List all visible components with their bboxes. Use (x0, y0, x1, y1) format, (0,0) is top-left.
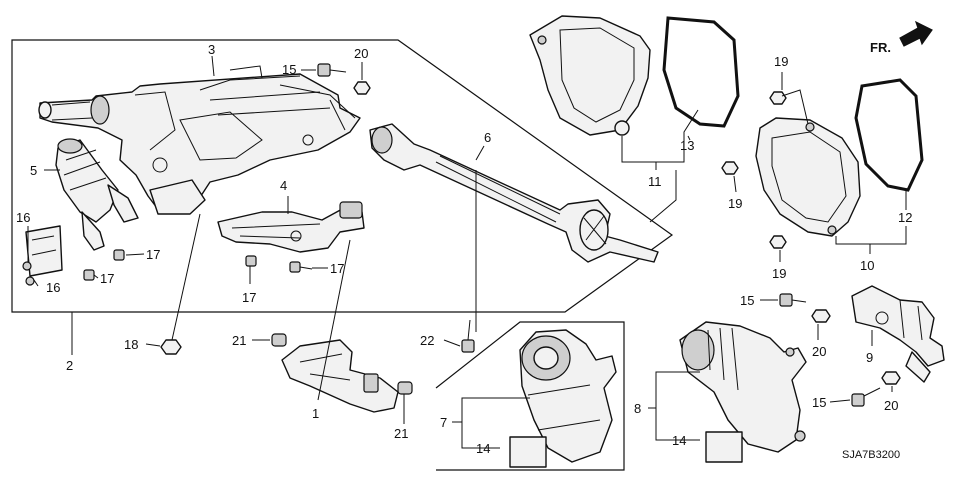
callout-20-mid: 20 (812, 344, 826, 359)
callout-5: 5 (30, 163, 37, 178)
steering-boot-left (519, 329, 617, 463)
boot-gasket (662, 16, 740, 128)
callout-21-lower: 21 (394, 426, 408, 441)
label-sticker-right (705, 431, 743, 463)
column-lower-cover (281, 339, 399, 413)
callout-15-lower: 15 (812, 395, 826, 410)
lower-boot-cover (755, 117, 861, 237)
callout-8: 8 (634, 401, 641, 416)
orientation-label: FR. (870, 40, 891, 55)
leader-lines (27, 55, 907, 449)
wire-harness-bracket (217, 201, 365, 253)
callout-14-left: 14 (476, 441, 490, 456)
lower-gasket (854, 78, 924, 192)
steering-column-body (38, 65, 361, 215)
intermediate-shaft (369, 123, 659, 263)
callout-labels: 3 15 20 5 4 6 16 16 17 17 17 17 2 18 21 … (16, 40, 912, 461)
callout-20-lower: 20 (884, 398, 898, 413)
callout-17-d: 17 (330, 261, 344, 276)
label-sticker-left (509, 436, 547, 468)
callout-15-mid: 15 (740, 293, 754, 308)
callout-6: 6 (484, 130, 491, 145)
front-direction-arrow (899, 20, 933, 47)
callout-17-c: 17 (242, 290, 256, 305)
callout-21-upper: 21 (232, 333, 246, 348)
callout-14-right: 14 (672, 433, 686, 448)
callout-15-upper: 15 (282, 62, 296, 77)
diagram-code: SJA7B3200 (842, 449, 900, 461)
callout-17-a: 17 (146, 247, 160, 262)
universal-joint (851, 285, 945, 383)
motor-bracket (22, 225, 63, 286)
callout-18: 18 (124, 337, 138, 352)
callout-9: 9 (866, 350, 873, 365)
callout-19-top: 19 (774, 54, 788, 69)
callout-11: 11 (648, 174, 662, 189)
callout-10: 10 (860, 258, 874, 273)
callout-12: 12 (898, 210, 912, 225)
column-motor (55, 138, 139, 251)
callout-20-upper: 20 (354, 46, 368, 61)
fasteners (83, 63, 901, 407)
callout-19-bottom: 19 (772, 266, 786, 281)
callout-19-mid: 19 (728, 196, 742, 211)
callout-7: 7 (440, 415, 447, 430)
steering-boot-right (679, 321, 807, 453)
callout-16-upper: 16 (16, 210, 30, 225)
callout-13: 13 (680, 138, 694, 153)
callout-17-b: 17 (100, 271, 114, 286)
callout-1: 1 (312, 406, 319, 421)
callout-4: 4 (280, 178, 287, 193)
callout-3: 3 (208, 42, 215, 57)
column-group-frame (11, 39, 674, 313)
callout-16-lower: 16 (46, 280, 60, 295)
lower-group-frame-left (435, 321, 625, 471)
callout-2: 2 (66, 358, 73, 373)
column-boot-cover (529, 15, 651, 136)
callout-22: 22 (420, 333, 434, 348)
